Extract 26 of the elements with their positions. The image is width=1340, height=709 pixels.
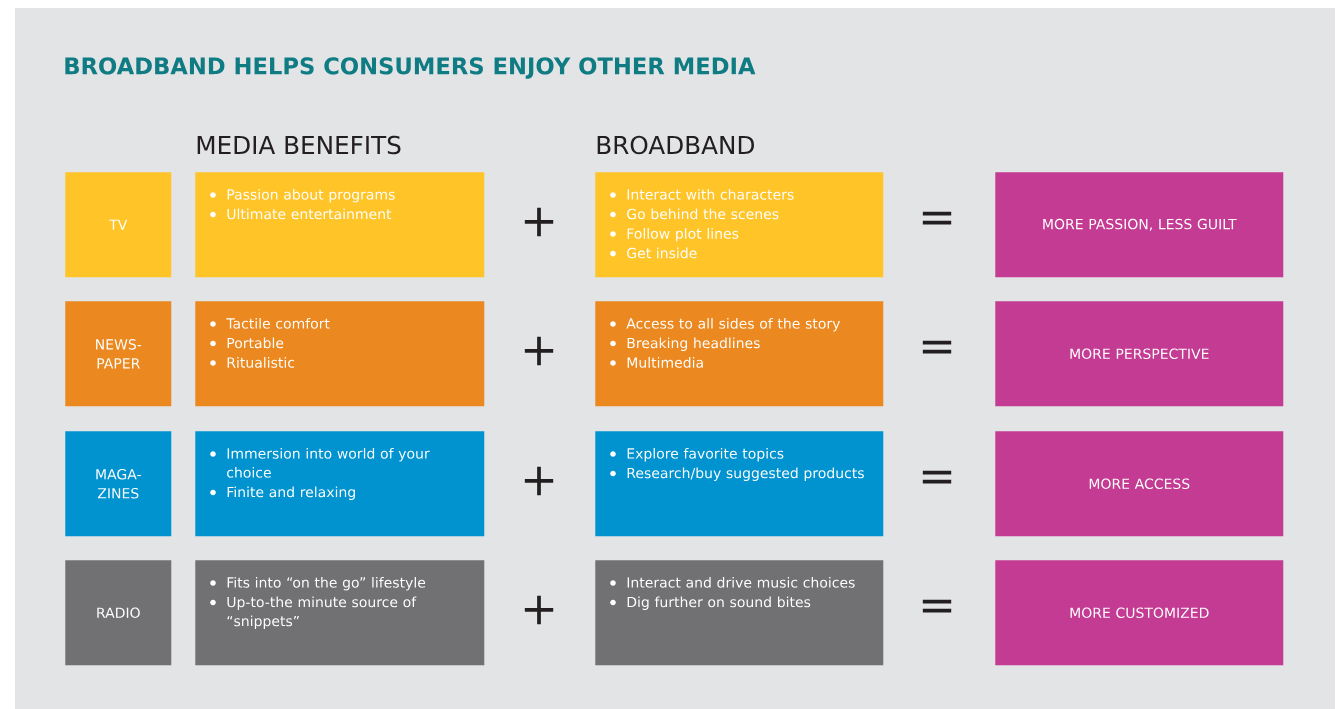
benefit-box: Tactile comfort Portable Ritualistic: [195, 301, 485, 407]
benefit-box: Interact with characters Go behind the scenes Follow plot lines Get inside: [595, 172, 884, 278]
result-box: MORE CUSTOMIZED: [995, 560, 1284, 666]
plus-sign: +: [524, 466, 554, 496]
category-box: MAGA- ZINES: [65, 431, 172, 537]
equals-sign: =: [922, 470, 952, 484]
category-box: RADIO: [65, 560, 172, 666]
benefit-box: Access to all sides of the story Breaking headlines Multimedia: [595, 301, 884, 407]
benefit-box: Passion about programs Ultimate entertainment: [195, 172, 485, 278]
category-box: NEWS- PAPER: [65, 301, 172, 407]
equals-sign: =: [922, 599, 952, 613]
equals-sign: =: [922, 340, 952, 354]
result-box: MORE PASSION, LESS GUILT: [995, 172, 1284, 278]
title: BROADBAND HELPS CONSUMERS ENJOY OTHER MEDIA: [65, 57, 756, 79]
column-header: MEDIA BENEFITS: [197, 135, 401, 155]
benefit-box: Immersion into world of your choice Finite and relaxing: [195, 431, 485, 537]
category-box: TV: [65, 172, 172, 278]
benefit-box: Explore favorite topics Research/buy suggested products: [595, 431, 884, 537]
result-box: MORE ACCESS: [995, 431, 1284, 537]
plus-sign: +: [524, 207, 554, 237]
equals-sign: =: [922, 211, 952, 225]
benefit-box: Interact and drive music choices Dig further on sound bites: [595, 560, 884, 666]
plus-sign: +: [524, 336, 554, 366]
result-box: MORE PERSPECTIVE: [995, 301, 1284, 407]
plus-sign: +: [524, 595, 554, 625]
benefit-box: Fits into “on the go” lifestyle Up-to-the minute source of “snippets”: [195, 560, 485, 666]
